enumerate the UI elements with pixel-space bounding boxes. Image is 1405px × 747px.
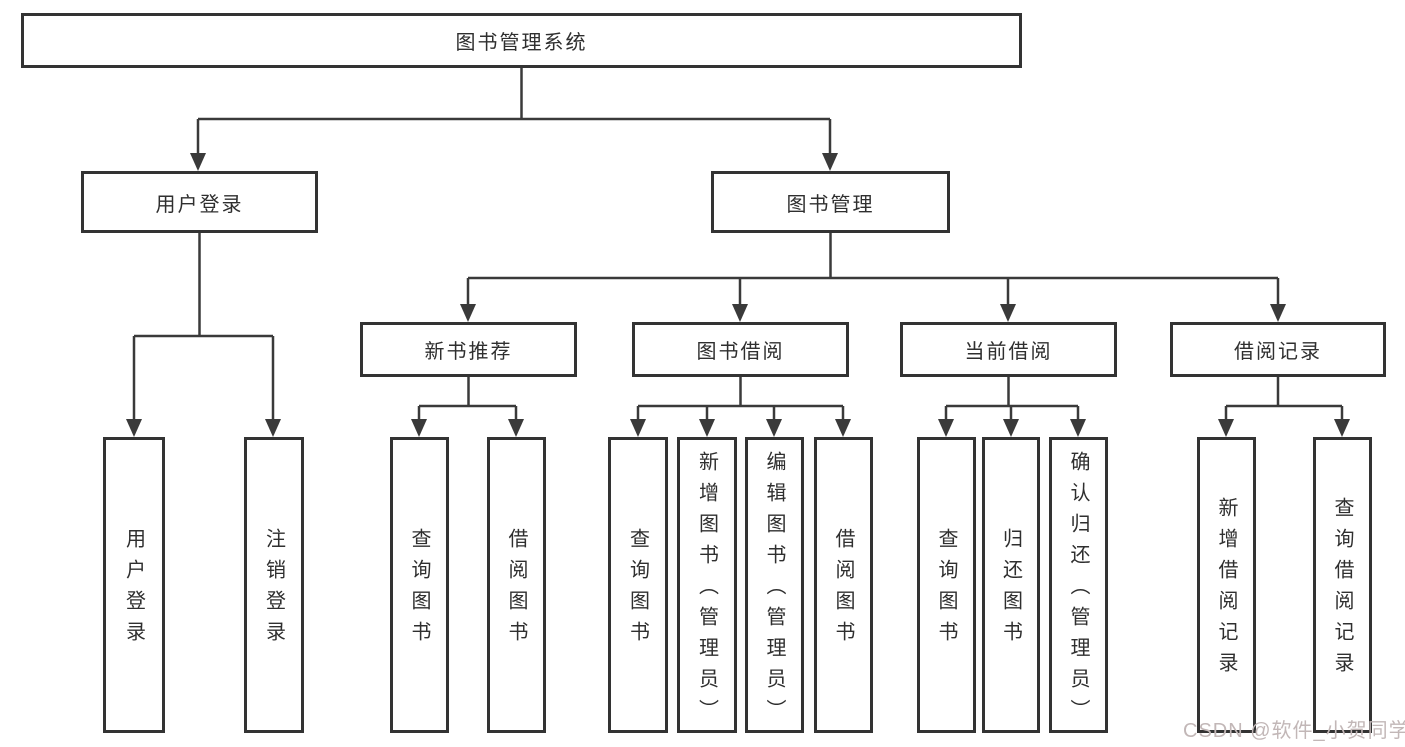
leaf-bb-query-books: 查询图书 (608, 437, 668, 733)
node-root-label: 图书管理系统 (455, 32, 588, 54)
node-new-book-recommend-label: 新书推荐 (424, 341, 513, 363)
leaf-bb-add-books-label: 新增图书（管理员） (695, 450, 718, 730)
leaf-user-login: 用户登录 (103, 437, 165, 733)
leaf-bb-borrow-books-label: 借阅图书 (832, 528, 854, 652)
node-borrowing-records-label: 借阅记录 (1234, 341, 1322, 363)
node-current-borrowing-label: 当前借阅 (964, 341, 1053, 363)
node-book-borrowing: 图书借阅 (632, 322, 849, 377)
leaf-bb-edit-books-label: 编辑图书（管理员） (763, 450, 785, 730)
arrowheads (126, 153, 1350, 437)
leaf-nb-query-books: 查询图书 (390, 437, 449, 733)
leaf-br-query-record: 查询借阅记录 (1313, 437, 1372, 733)
leaf-cb-confirm-return: 确认归还（管理员） (1049, 437, 1108, 733)
leaf-cb-query-books-label: 查询图书 (935, 528, 957, 652)
leaf-cb-return-books: 归还图书 (982, 437, 1040, 733)
leaf-br-query-record-label: 查询借阅记录 (1331, 497, 1353, 683)
leaf-logout-label: 注销登录 (262, 528, 285, 652)
node-borrowing-records: 借阅记录 (1170, 322, 1386, 377)
leaf-bb-query-books-label: 查询图书 (626, 528, 649, 652)
node-book-borrowing-label: 图书借阅 (696, 341, 785, 363)
leaf-br-add-record: 新增借阅记录 (1197, 437, 1256, 733)
node-root: 图书管理系统 (21, 13, 1022, 68)
leaf-logout: 注销登录 (244, 437, 304, 733)
csdn-watermark: CSDN @软件_小贺同学 (1183, 720, 1405, 742)
leaf-cb-confirm-return-label: 确认归还（管理员） (1067, 450, 1089, 730)
node-current-borrowing: 当前借阅 (900, 322, 1117, 377)
node-user-login-label: 用户登录 (155, 193, 244, 216)
leaf-br-add-record-label: 新增借阅记录 (1215, 497, 1237, 683)
leaf-bb-edit-books: 编辑图书（管理员） (745, 437, 804, 733)
node-book-management: 图书管理 (711, 171, 950, 233)
node-book-management-label: 图书管理 (786, 193, 875, 216)
leaf-bb-add-books: 新增图书（管理员） (677, 437, 737, 733)
node-user-login: 用户登录 (81, 171, 318, 233)
leaf-cb-query-books: 查询图书 (917, 437, 976, 733)
leaf-bb-borrow-books: 借阅图书 (814, 437, 873, 733)
leaf-nb-query-books-label: 查询图书 (408, 528, 430, 652)
leaf-nb-borrow-books-label: 借阅图书 (505, 528, 527, 652)
leaf-nb-borrow-books: 借阅图书 (487, 437, 546, 733)
leaf-cb-return-books-label: 归还图书 (999, 528, 1022, 652)
node-new-book-recommend: 新书推荐 (360, 322, 577, 377)
leaf-user-login-label: 用户登录 (122, 528, 145, 652)
